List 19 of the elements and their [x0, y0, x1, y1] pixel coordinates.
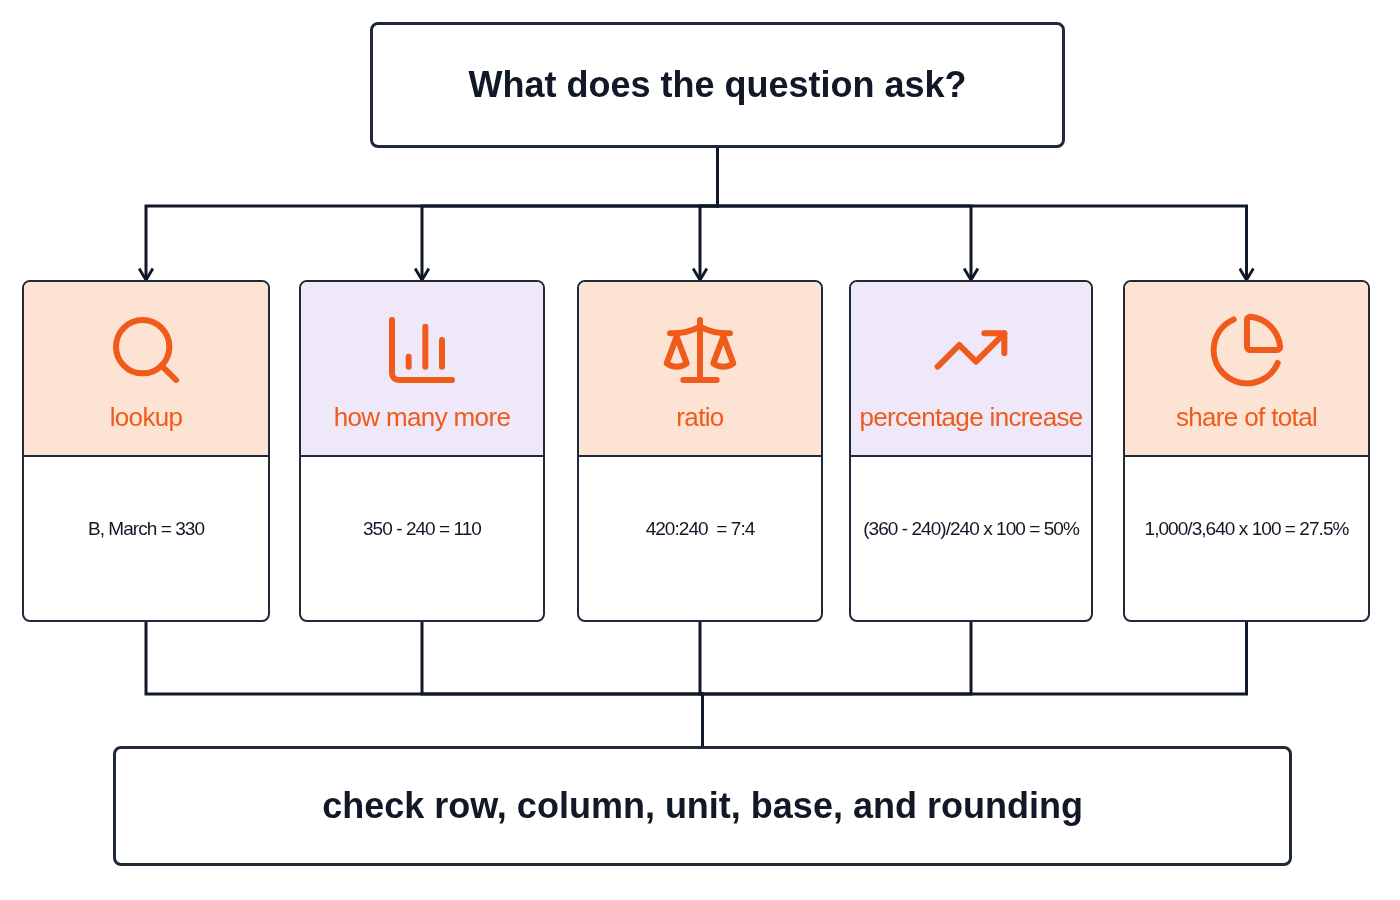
formula-text: 1,000/3,640 x 100 = 27.5% [1144, 517, 1349, 541]
question-box [370, 22, 1065, 148]
formula-text: 420:240 = 7:4 [645, 517, 755, 541]
box-title: What does the question ask? [468, 63, 967, 107]
category-card [299, 280, 545, 622]
formula-text: (360 - 240)/240 x 100 = 50% [863, 517, 1079, 541]
card-heading: percentage increase [859, 401, 1083, 434]
card-heading: lookup [109, 401, 183, 434]
category-card [849, 280, 1093, 622]
card-heading: share of total [1175, 401, 1318, 434]
category-card [1123, 280, 1370, 622]
card-heading: ratio [676, 401, 724, 434]
box-title: check row, column, unit, base, and rounding [322, 784, 1083, 828]
formula-text: B, March = 330 [87, 517, 205, 541]
card-heading: how many more [333, 401, 511, 434]
category-card [22, 280, 270, 622]
checklist-box [113, 746, 1292, 866]
formula-text: 350 - 240 = 110 [363, 517, 481, 541]
category-card [577, 280, 823, 622]
